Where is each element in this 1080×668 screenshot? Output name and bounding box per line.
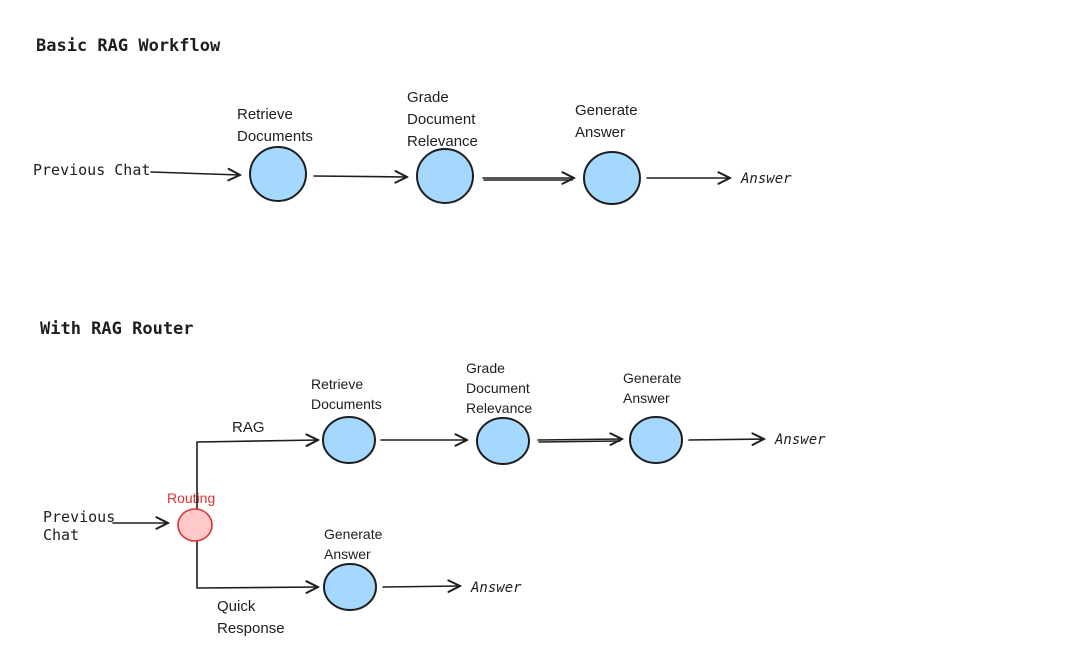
basic-grade-node xyxy=(416,148,474,204)
router-output-label: Answer xyxy=(774,432,826,448)
router-grade-node xyxy=(476,417,530,465)
basic-retrieve-label-2: Documents xyxy=(237,128,313,145)
router-quick-output-label: Answer xyxy=(470,580,522,596)
basic-retrieve-node xyxy=(249,146,307,202)
router-retrieve-node xyxy=(322,416,376,464)
router-retrieve-label-2: Documents xyxy=(311,396,382,412)
basic-generate-node xyxy=(583,151,641,205)
basic-grade-label-3: Relevance xyxy=(407,133,478,150)
basic-grade-label-2: Document xyxy=(407,111,476,128)
router-quick-generate-label-1: Generate xyxy=(324,526,383,542)
router-input-label-1: Previous xyxy=(43,508,115,526)
router-arrow-quick-output xyxy=(382,586,460,587)
router-grade-label-3: Relevance xyxy=(466,400,532,416)
router-arrow-grade-generate xyxy=(537,439,622,440)
router-quick-label-1: Quick xyxy=(217,598,256,615)
routing-label: Routing xyxy=(167,490,215,506)
router-generate-node xyxy=(629,416,683,464)
router-quick-label-2: Response xyxy=(217,620,285,637)
basic-retrieve-label-1: Retrieve xyxy=(237,106,293,123)
router-arrow-output xyxy=(688,439,764,440)
router-input-label-2: Chat xyxy=(43,526,79,544)
router-generate-label-2: Answer xyxy=(623,390,670,406)
router-grade-label-2: Document xyxy=(466,380,530,396)
router-title: With RAG Router xyxy=(40,319,194,339)
router-grade-label-1: Grade xyxy=(466,360,505,376)
basic-input-label: Previous Chat xyxy=(33,161,150,179)
basic-generate-label-2: Answer xyxy=(575,124,625,141)
router-rag-label: RAG xyxy=(232,419,265,436)
router-generate-label-1: Generate xyxy=(623,370,682,386)
basic-grade-label-1: Grade xyxy=(407,89,449,106)
basic-generate-label-1: Generate xyxy=(575,102,638,119)
router-retrieve-label-1: Retrieve xyxy=(311,376,363,392)
basic-arrow-input xyxy=(150,172,240,175)
basic-arrow-retrieve-grade xyxy=(313,176,407,177)
basic-output-label: Answer xyxy=(740,171,792,187)
router-quick-generate-label-2: Answer xyxy=(324,546,371,562)
router-arrow-grade-generate-sketch xyxy=(538,440,621,443)
router-arrow-quick-branch xyxy=(196,541,318,588)
routing-node xyxy=(177,508,213,542)
router-arrow-rag-branch xyxy=(196,440,318,509)
router-quick-generate-node xyxy=(323,563,377,611)
basic-title: Basic RAG Workflow xyxy=(36,36,221,56)
